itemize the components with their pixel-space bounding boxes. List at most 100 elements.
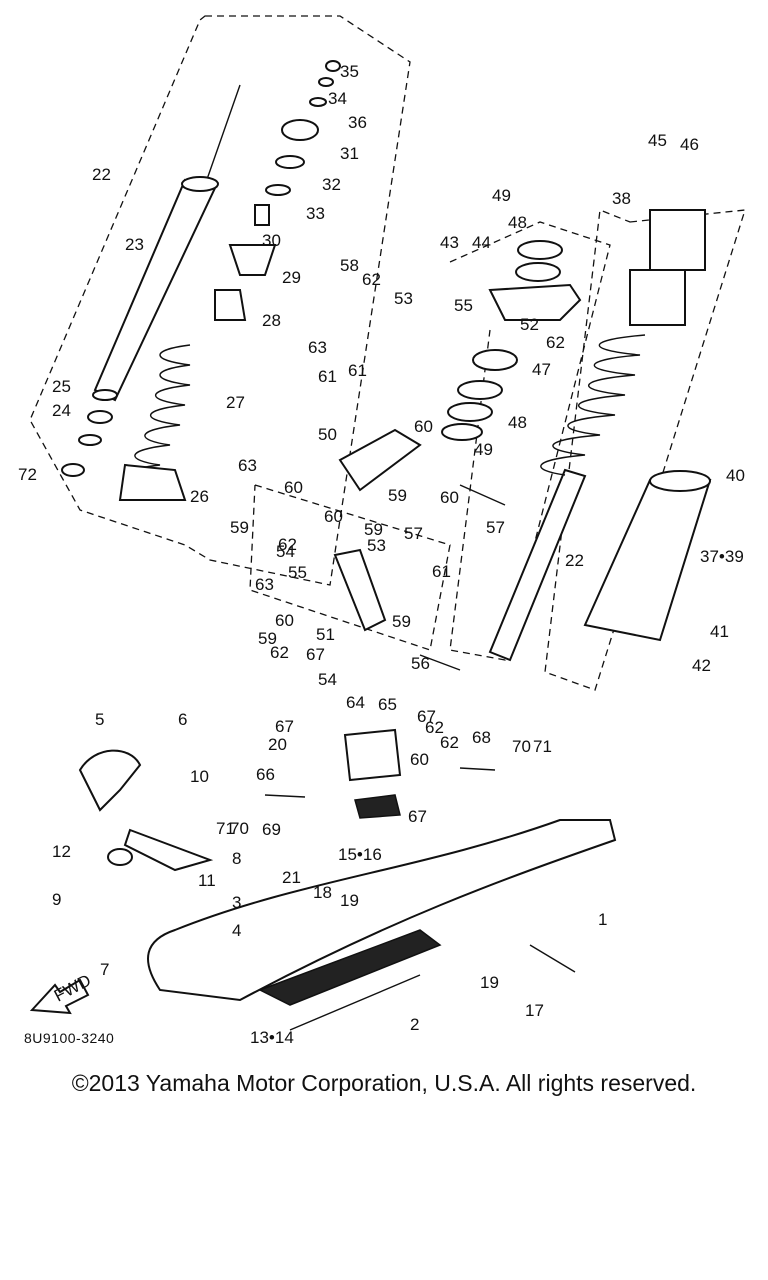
callout-label: 27 bbox=[226, 393, 245, 412]
callout-label: 8 bbox=[232, 849, 241, 868]
right-shock-absorber bbox=[488, 209, 706, 662]
callout-label: 22 bbox=[92, 165, 111, 184]
callout-label: 43 bbox=[440, 233, 459, 252]
callout-label: 60 bbox=[324, 507, 343, 526]
shock-cover bbox=[583, 470, 712, 642]
callout-label: 22 bbox=[565, 551, 584, 570]
callout-label: 3 bbox=[232, 893, 241, 912]
bump-stop-cup bbox=[228, 244, 277, 276]
washer-33 bbox=[265, 184, 291, 196]
callout-label: 7 bbox=[100, 960, 109, 979]
callout-label: 62 bbox=[425, 718, 444, 737]
callout-label: 41 bbox=[710, 622, 729, 641]
callout-label: 33 bbox=[306, 204, 325, 223]
callout-label: 55 bbox=[454, 296, 473, 315]
callout-label: 57 bbox=[486, 518, 505, 537]
callout-label: 9 bbox=[52, 890, 61, 909]
cup-47 bbox=[472, 349, 518, 371]
callout-label: 48 bbox=[508, 413, 527, 432]
callout-label: 44 bbox=[472, 233, 491, 252]
callout-label: 12 bbox=[52, 842, 71, 861]
callout-label: 1 bbox=[598, 910, 607, 929]
callout-label: 67 bbox=[417, 707, 436, 726]
callout-label: 70 bbox=[512, 737, 531, 756]
plate-49b bbox=[517, 240, 563, 260]
callout-label: 66 bbox=[256, 765, 275, 784]
callout-label: 72 bbox=[18, 465, 37, 484]
callout-label: 54 bbox=[276, 542, 295, 561]
nut-35 bbox=[325, 60, 341, 72]
callout-label: 19 bbox=[480, 973, 499, 992]
steering-arm bbox=[78, 749, 142, 812]
callout-label: 40 bbox=[726, 466, 745, 485]
callout-label: 63 bbox=[238, 456, 257, 475]
callout-label: 61 bbox=[348, 361, 367, 380]
callout-label: 62 bbox=[278, 535, 297, 554]
callout-label: 32 bbox=[322, 175, 341, 194]
callout-label: 54 bbox=[318, 670, 337, 689]
callout-label: 59 bbox=[388, 486, 407, 505]
callout-label: 60 bbox=[275, 611, 294, 630]
callout-label: 13•14 bbox=[250, 1028, 294, 1047]
link-arm-51 bbox=[338, 428, 422, 492]
callout-label: 53 bbox=[367, 536, 386, 555]
callout-label: 63 bbox=[308, 338, 327, 357]
left-shock-absorber bbox=[92, 84, 241, 402]
copyright-notice: ©2013 Yamaha Motor Corporation, U.S.A. A… bbox=[71, 1070, 697, 1096]
spring-seat bbox=[118, 463, 187, 501]
callout-label: 59 bbox=[230, 518, 249, 537]
callout-label: 49 bbox=[474, 440, 493, 459]
bolt-57 bbox=[459, 484, 506, 506]
plate-50 bbox=[441, 423, 483, 441]
linkage-group-outline bbox=[249, 484, 451, 651]
callout-label: 67 bbox=[275, 717, 294, 736]
callout-label: 51 bbox=[316, 625, 335, 644]
callout-label: 28 bbox=[262, 311, 281, 330]
bracket-44 bbox=[488, 283, 582, 321]
collar-30 bbox=[254, 204, 270, 226]
bolt-68 bbox=[459, 767, 496, 771]
callout-label: 2 bbox=[410, 1015, 419, 1034]
callout-label: 49 bbox=[492, 186, 511, 205]
rubber-stopper bbox=[214, 289, 247, 321]
callout-label: 53 bbox=[394, 289, 413, 308]
bolt-57b bbox=[419, 654, 461, 671]
callout-label: 69 bbox=[262, 820, 281, 839]
callout-label: 17 bbox=[525, 1001, 544, 1020]
link-arm-52 bbox=[333, 548, 387, 632]
clamp-12 bbox=[107, 848, 133, 866]
callout-label: 5 bbox=[95, 710, 104, 729]
callout-label: 59 bbox=[258, 629, 277, 648]
callout-label: 61 bbox=[318, 367, 337, 386]
callout-label: 62 bbox=[546, 333, 565, 352]
callout-label: 4 bbox=[232, 921, 241, 940]
callout-label: 46 bbox=[680, 135, 699, 154]
callout-label: 23 bbox=[125, 235, 144, 254]
plate-48a bbox=[457, 380, 503, 400]
callout-label: 21 bbox=[282, 868, 301, 887]
callout-label: 60 bbox=[410, 750, 429, 769]
ring-24 bbox=[78, 434, 102, 446]
callout-label: 52 bbox=[520, 315, 539, 334]
callout-label: 18 bbox=[313, 883, 332, 902]
washer-32 bbox=[275, 155, 305, 169]
ski bbox=[147, 819, 617, 1031]
rubber-block-15-16 bbox=[354, 794, 401, 819]
callout-label: 36 bbox=[348, 113, 367, 132]
callout-label: 30 bbox=[262, 231, 281, 250]
callout-label: 62 bbox=[270, 643, 289, 662]
callout-label: 59 bbox=[392, 612, 411, 631]
callout-label: 63 bbox=[255, 575, 274, 594]
callout-label: 57 bbox=[404, 524, 423, 543]
callout-label: 60 bbox=[284, 478, 303, 497]
callout-label: 42 bbox=[692, 656, 711, 675]
callout-label: 62 bbox=[362, 270, 381, 289]
callout-label: 60 bbox=[440, 488, 459, 507]
pivot-block-65 bbox=[343, 728, 402, 782]
callout-label: 25 bbox=[52, 377, 71, 396]
callout-label: 71 bbox=[533, 737, 552, 756]
callout-label: 15•16 bbox=[338, 845, 382, 864]
callout-label: 67 bbox=[408, 807, 427, 826]
callout-label: 10 bbox=[190, 767, 209, 786]
